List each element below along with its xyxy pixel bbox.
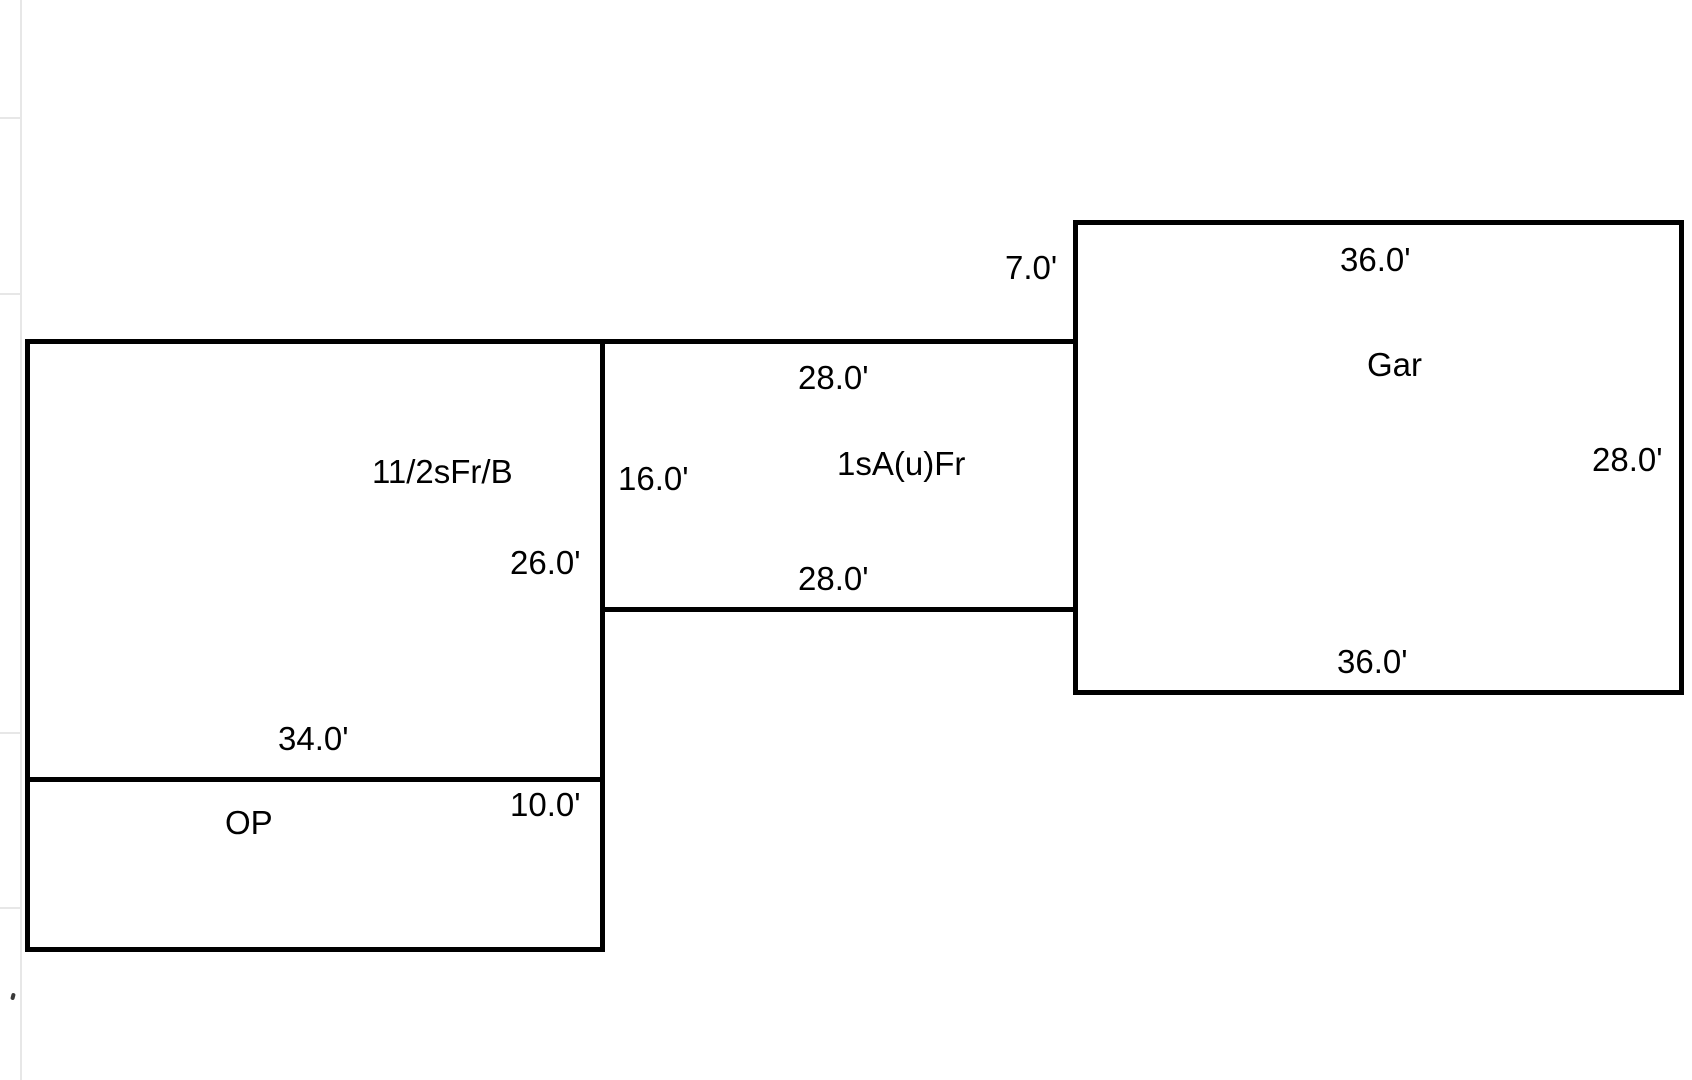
margin-tick	[0, 732, 21, 734]
porch-height-dimension: 10.0'	[510, 786, 581, 823]
main-house-label: 11/2sFr/B	[372, 453, 513, 490]
garage-bottom-width-dimension: 36.0'	[1337, 643, 1408, 680]
margin-tick	[0, 907, 21, 909]
stray-mark	[10, 992, 16, 1001]
main-house-height-dimension: 26.0'	[510, 544, 581, 581]
addition-label: 1sA(u)Fr	[837, 445, 966, 482]
porch-outline	[25, 777, 605, 952]
addition-top-width-dimension: 28.0'	[798, 359, 869, 396]
addition-top-wall	[600, 339, 1078, 344]
garage-top-width-dimension: 36.0'	[1340, 241, 1411, 278]
main-house-width-dimension: 34.0'	[278, 720, 349, 757]
margin-tick	[0, 293, 21, 295]
porch-label: OP	[225, 804, 273, 841]
addition-bottom-wall	[600, 607, 1078, 612]
margin-tick	[0, 117, 21, 119]
garage-outline	[1073, 220, 1684, 695]
garage-label: Gar	[1367, 346, 1423, 383]
addition-height-dimension: 16.0'	[618, 460, 689, 497]
margin-guide-line	[20, 0, 22, 1080]
garage-height-dimension: 28.0'	[1592, 441, 1663, 478]
addition-bottom-width-dimension: 28.0'	[798, 560, 869, 597]
garage-offset-dimension: 7.0'	[1005, 249, 1058, 286]
